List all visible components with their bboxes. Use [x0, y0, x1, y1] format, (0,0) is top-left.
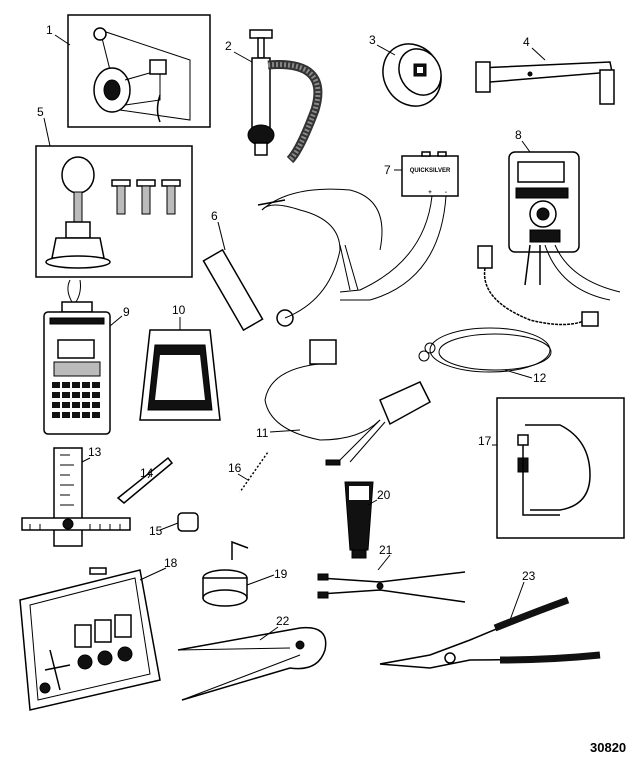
tool-9 [43, 279, 111, 435]
callout-21: 21 [379, 543, 393, 557]
box-brand-text: QUICKSILVER [410, 168, 451, 174]
tool-6 [202, 188, 383, 332]
tool-17 [496, 397, 625, 539]
tool-8 [508, 151, 621, 301]
callout-18: 18 [164, 556, 178, 570]
callout-7: 7 [384, 163, 391, 177]
tool-23 [379, 596, 601, 669]
callout-3: 3 [369, 33, 376, 47]
tool-19 [202, 540, 249, 607]
callout-17: 17 [478, 434, 492, 448]
callout-10: 10 [172, 303, 186, 317]
callout-6: 6 [211, 209, 218, 223]
tools-14-15-16 [116, 451, 269, 532]
callout-16: 16 [228, 461, 242, 475]
callout-2: 2 [225, 39, 232, 53]
tool-22 [177, 626, 327, 701]
callout-1: 1 [46, 23, 53, 37]
tool-13 [21, 447, 131, 547]
callout-15: 15 [149, 524, 163, 538]
plus-text: + [428, 190, 432, 196]
tool-11 [264, 339, 431, 466]
tool-18 [19, 567, 161, 711]
callout-4: 4 [523, 35, 530, 49]
tool-5 [35, 145, 193, 278]
callout-20: 20 [377, 488, 391, 502]
tool-12 [418, 245, 599, 373]
tool-2 [247, 29, 323, 164]
tool-10 [139, 329, 221, 421]
tool-4 [475, 61, 615, 105]
callout-19: 19 [274, 567, 288, 581]
callout-5: 5 [37, 105, 44, 119]
tool-21 [317, 571, 466, 603]
tool-3 [382, 43, 442, 107]
callout-8: 8 [515, 128, 522, 142]
minus-text: - [445, 190, 447, 196]
callout-22: 22 [276, 614, 290, 628]
callouts: 1 2 3 4 5 6 7 8 9 10 11 12 13 14 15 16 1… [37, 23, 626, 755]
tool-7: QUICKSILVER + - [339, 151, 459, 301]
callout-9: 9 [123, 305, 130, 319]
callout-23: 23 [522, 569, 536, 583]
tool-1 [67, 14, 211, 128]
tool-20 [344, 481, 374, 559]
callout-14: 14 [140, 466, 154, 480]
leader-lines [43, 34, 546, 641]
figure-number: 30820 [590, 740, 626, 755]
callout-12: 12 [533, 371, 547, 385]
callout-11: 11 [256, 426, 269, 440]
callout-13: 13 [88, 445, 102, 459]
